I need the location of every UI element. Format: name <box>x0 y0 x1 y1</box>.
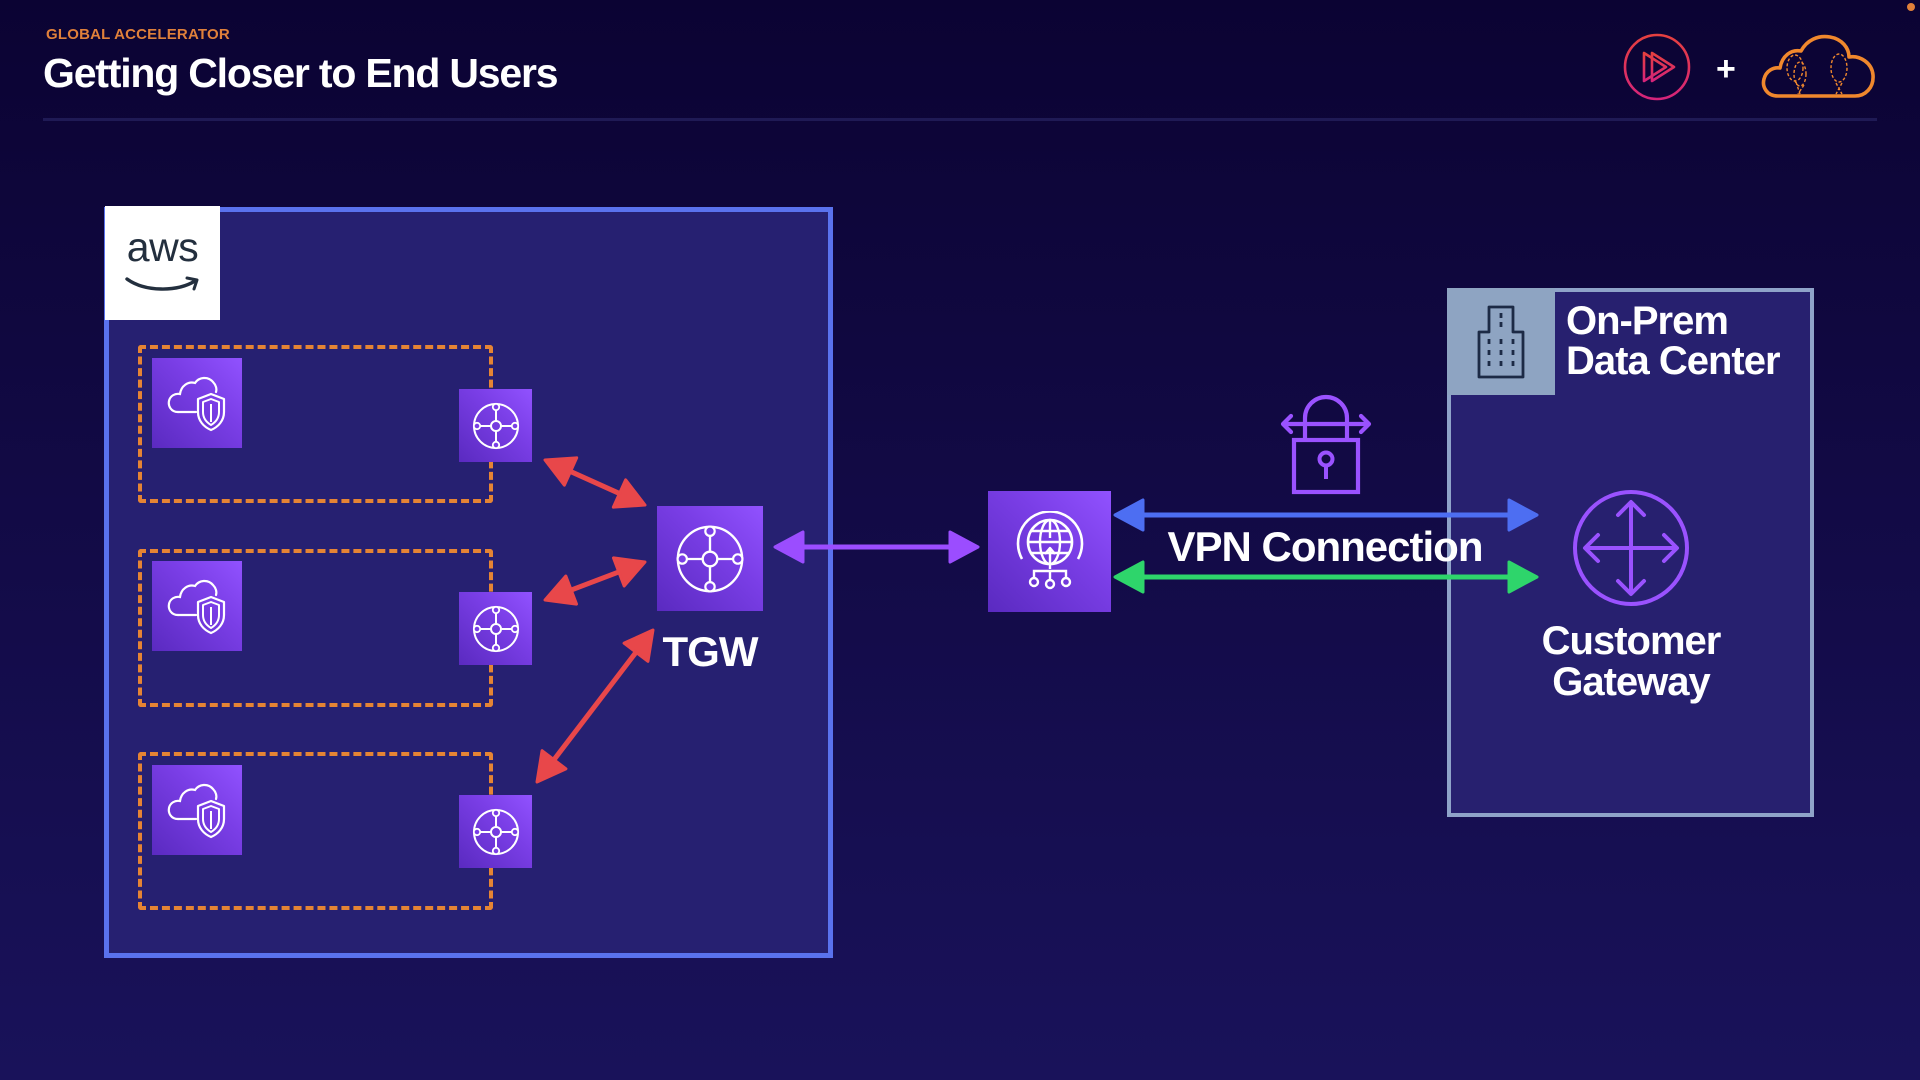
building-icon-panel <box>1447 288 1555 395</box>
building-icon <box>1477 305 1525 378</box>
vpn-connection-label: VPN Connection <box>1167 523 1483 570</box>
tgw-attachment-icon[interactable] <box>459 795 532 868</box>
cloud-shield-icon <box>167 783 226 839</box>
aws-logo-text: aws <box>126 224 199 270</box>
four-way-arrow-icon <box>1573 490 1689 606</box>
header-divider <box>43 118 1877 121</box>
vpn-gateway-icon[interactable] <box>988 491 1111 612</box>
transit-gateway-icon[interactable] <box>657 506 763 611</box>
tgw-attachment-icon[interactable] <box>459 389 532 462</box>
hub-icon <box>472 402 519 449</box>
arrow-head <box>1113 498 1145 532</box>
cloud-shield-icon <box>167 579 226 635</box>
lock-icon <box>1279 393 1373 497</box>
play-circle-logo-icon <box>1622 32 1692 102</box>
customer-gateway-label: Customer Gateway <box>1501 621 1761 703</box>
cloud-balloons-logo-icon <box>1760 30 1878 100</box>
arrow-head <box>948 530 980 564</box>
vpc-icon[interactable] <box>152 765 242 855</box>
hub-icon <box>676 524 744 593</box>
arrow-head <box>1113 560 1145 594</box>
vpc-icon[interactable] <box>152 358 242 448</box>
aws-smile-icon <box>125 276 199 291</box>
corner-dot <box>1907 3 1915 11</box>
on-prem-title-line1: On-Prem <box>1566 299 1729 343</box>
globe-icon <box>1016 510 1083 589</box>
hub-icon <box>472 808 519 855</box>
customer-gateway-line1: Customer <box>1541 619 1722 663</box>
tgw-attachment-icon[interactable] <box>459 592 532 665</box>
cloud-shield-icon <box>167 376 226 432</box>
on-prem-title-line2: Data Center <box>1566 339 1781 383</box>
page-title: Getting Closer to End Users <box>43 50 559 96</box>
aws-logo: aws <box>105 206 220 320</box>
customer-gateway-line2: Gateway <box>1552 660 1711 704</box>
logo-separator: + <box>1716 50 1736 88</box>
hub-icon <box>472 605 519 652</box>
tgw-label: TGW <box>662 628 759 675</box>
customer-gateway-icon[interactable] <box>1571 488 1691 608</box>
section-eyebrow: GLOBAL ACCELERATOR <box>46 26 230 43</box>
vpc-icon[interactable] <box>152 561 242 651</box>
on-prem-title: On-Prem Data Center <box>1566 299 1781 383</box>
